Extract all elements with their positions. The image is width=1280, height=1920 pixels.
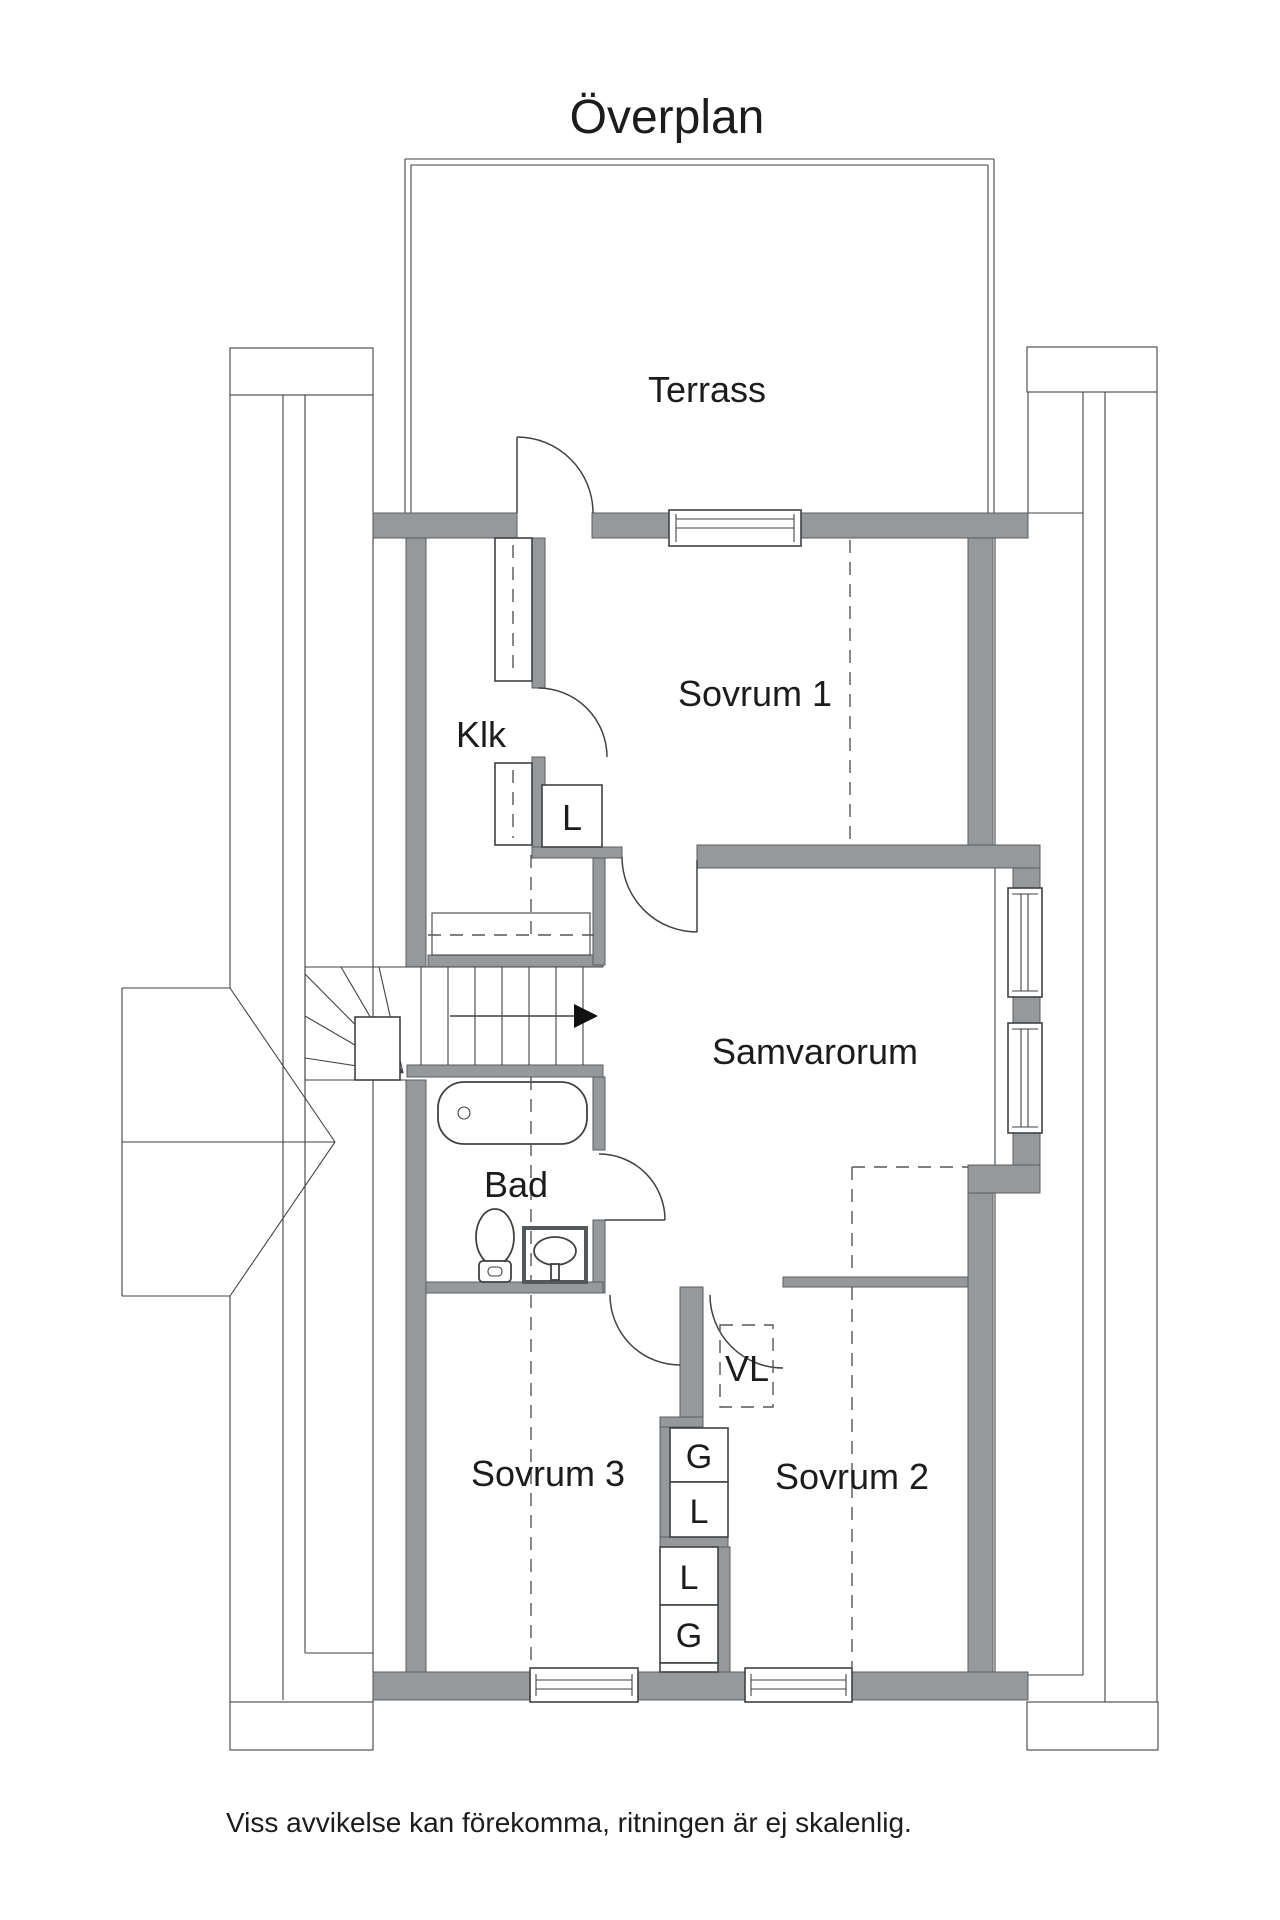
klk-door — [537, 687, 608, 758]
sovrum2-door — [709, 1294, 784, 1369]
staircase — [304, 912, 603, 1081]
room-label-vl: VL — [725, 1348, 769, 1389]
toilet — [475, 1208, 515, 1283]
klk-closet-upper — [494, 537, 533, 682]
room-label-samvarorum: Samvarorum — [712, 1031, 918, 1072]
window-top — [668, 509, 802, 547]
windows — [529, 509, 1043, 1703]
bathroom-fixtures — [437, 1081, 588, 1284]
cabinet-lower-l — [659, 1546, 719, 1606]
left-eaves — [229, 347, 374, 1751]
cabinets — [494, 537, 729, 1673]
walls — [372, 512, 1041, 1701]
bathtub — [437, 1081, 588, 1145]
disclaimer-text: Viss avvikelse kan förekomma, ritningen … — [226, 1807, 912, 1838]
room-label-bad: Bad — [484, 1164, 548, 1205]
window-right-lower — [1007, 1022, 1043, 1134]
cabinet-label-lower-l: L — [680, 1559, 699, 1597]
right-eaves — [994, 346, 1159, 1751]
stair-direction-arrow — [450, 1004, 598, 1028]
page-title: Överplan — [570, 91, 765, 144]
left-dormer-bay — [121, 987, 336, 1297]
cabinet-upper-l — [669, 1481, 729, 1538]
terrace-door — [516, 436, 594, 514]
linen-cabinet-klk — [541, 784, 603, 848]
klk-closet-lower — [494, 762, 533, 846]
room-label-terrass: Terrass — [648, 369, 766, 410]
room-label-klk: Klk — [456, 714, 507, 755]
window-bottom-left — [529, 1667, 639, 1703]
cabinet-label-klk-linen: L — [562, 797, 582, 838]
doors — [516, 436, 784, 1369]
sovrum3-door — [609, 1294, 681, 1366]
sink — [522, 1226, 588, 1284]
dashed-guides — [530, 540, 968, 1670]
cabinet-upper-g — [669, 1427, 729, 1483]
terrace-outline — [404, 158, 995, 513]
cabinet-label-upper-l: L — [690, 1493, 709, 1531]
room-label-sovrum3: Sovrum 3 — [471, 1453, 625, 1494]
cabinet-lower-g — [659, 1604, 719, 1664]
cabinet-label-upper-g: G — [686, 1438, 712, 1476]
vl-dashed-box — [719, 1324, 774, 1408]
window-bottom-right — [744, 1667, 853, 1703]
room-label-sovrum2: Sovrum 2 — [775, 1456, 929, 1497]
cabinet-plinth — [659, 1662, 719, 1673]
bad-door — [598, 1153, 666, 1221]
sovrum1-door — [621, 856, 698, 933]
room-label-sovrum1: Sovrum 1 — [678, 673, 832, 714]
cabinet-label-lower-g: G — [676, 1617, 702, 1655]
window-right-upper — [1007, 887, 1043, 998]
